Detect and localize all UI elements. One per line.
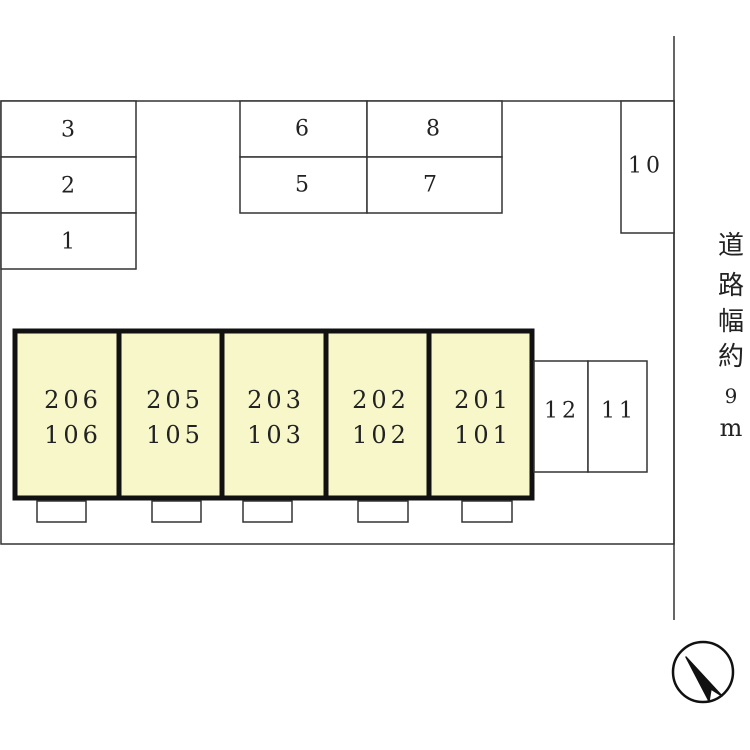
road-label-char-1: 道 xyxy=(718,231,744,261)
unit-block-202-102 xyxy=(323,328,432,501)
unit-label-102: 102 xyxy=(352,421,410,449)
unit-label-103: 103 xyxy=(247,421,305,449)
road-label-char-3: 幅 xyxy=(718,307,744,337)
road-width-value: 9 xyxy=(725,384,738,408)
parking-label-2: 2 xyxy=(61,174,75,199)
entrance-step xyxy=(36,500,87,523)
parking-slot-5 xyxy=(239,156,368,214)
unit-label-105: 105 xyxy=(146,421,204,449)
unit-block-205-105 xyxy=(116,328,225,501)
entrance-step xyxy=(242,500,293,523)
unit-block-203-103 xyxy=(219,328,329,501)
parking-slot-12 xyxy=(533,360,589,473)
parking-label-3: 3 xyxy=(61,118,75,143)
unit-label-203: 203 xyxy=(247,386,305,414)
parking-label-11: 11 xyxy=(601,399,637,424)
north-arrow-icon xyxy=(671,640,735,704)
parking-label-10: 10 xyxy=(628,154,664,179)
entrance-step xyxy=(461,500,513,523)
parking-label-7: 7 xyxy=(423,173,437,198)
parking-label-6: 6 xyxy=(295,117,309,142)
road-label-char-2: 路 xyxy=(718,271,744,301)
parking-label-12: 12 xyxy=(544,399,580,424)
unit-label-106: 106 xyxy=(44,421,102,449)
parking-slot-10 xyxy=(620,100,675,234)
parking-slot-1 xyxy=(0,212,137,270)
road-label-char-4: 約 xyxy=(718,342,744,372)
unit-label-202: 202 xyxy=(352,386,410,414)
parking-slot-3 xyxy=(0,100,137,158)
parking-label-1: 1 xyxy=(61,230,75,255)
parking-slot-11 xyxy=(587,360,648,473)
entrance-step xyxy=(151,500,202,523)
entrance-step xyxy=(357,500,409,523)
road-width-unit: m xyxy=(720,414,743,442)
parking-label-8: 8 xyxy=(426,117,440,142)
unit-label-101: 101 xyxy=(454,421,512,449)
unit-block-201-101 xyxy=(426,328,535,501)
parking-slot-8 xyxy=(366,100,503,158)
unit-label-201: 201 xyxy=(454,386,512,414)
parking-slot-7 xyxy=(366,156,503,214)
unit-label-205: 205 xyxy=(146,386,204,414)
unit-label-206: 206 xyxy=(44,386,102,414)
parking-label-5: 5 xyxy=(295,173,309,198)
unit-block-206-106 xyxy=(12,328,122,501)
